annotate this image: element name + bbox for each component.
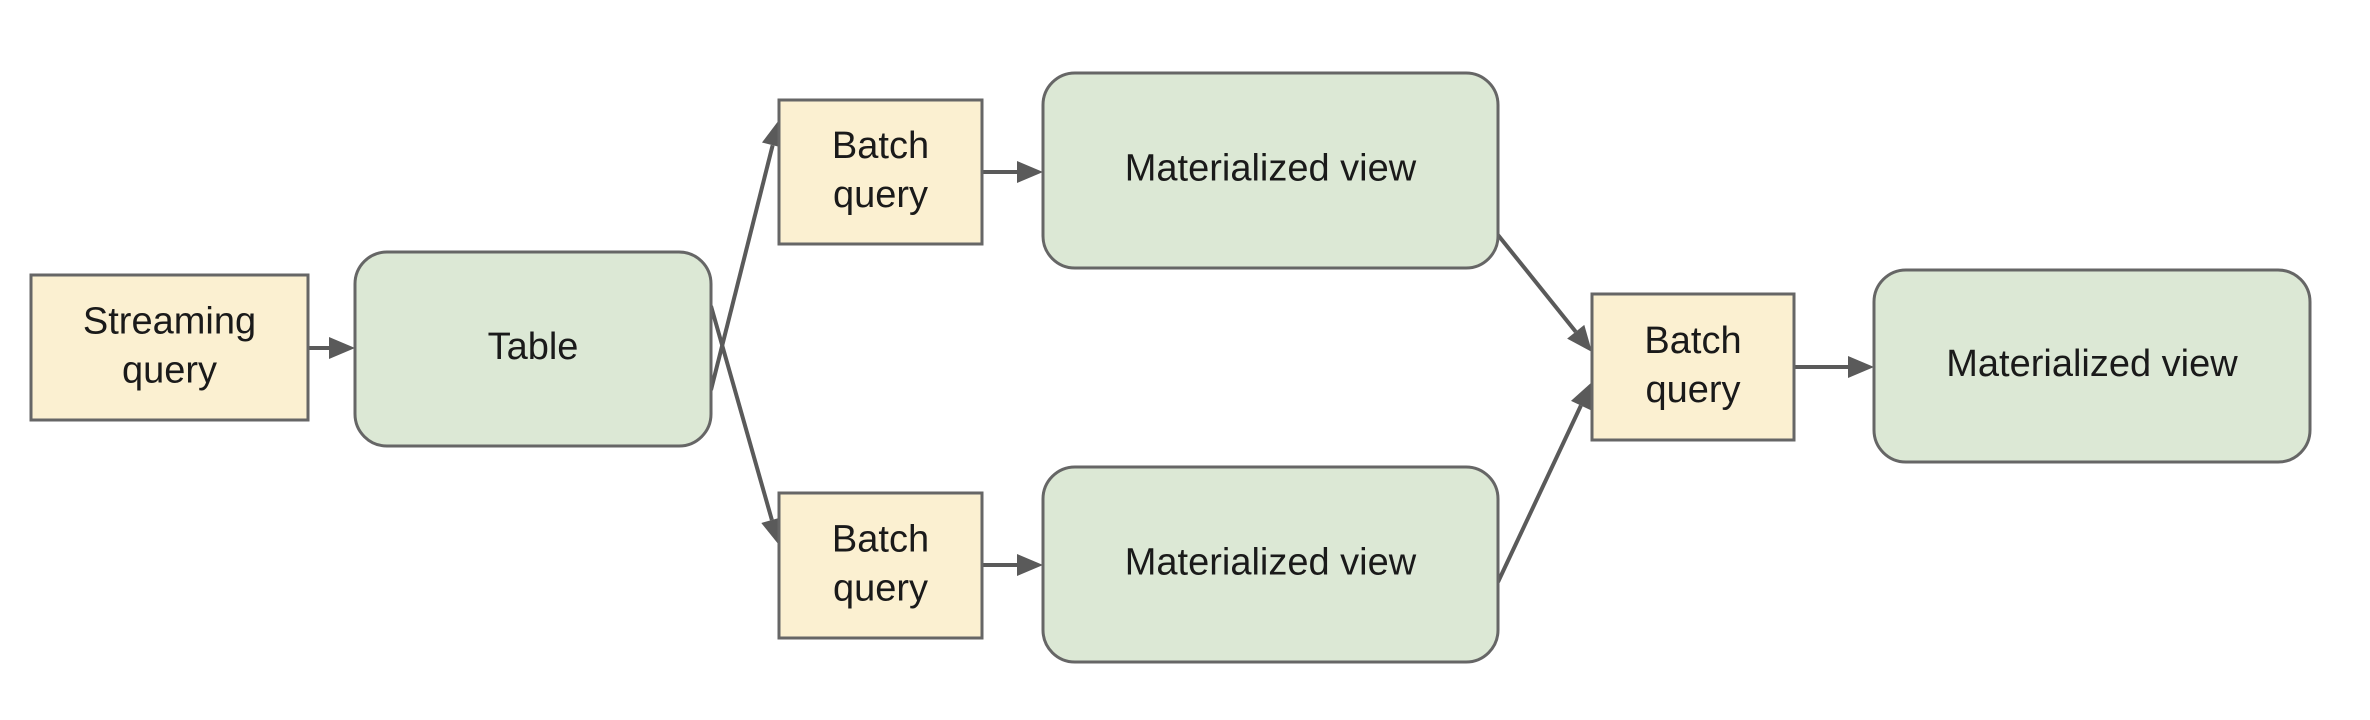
arrowhead-icon xyxy=(1017,554,1043,576)
node-layer: StreamingqueryTableBatchqueryMaterialize… xyxy=(29,71,2312,664)
edge-batch-query-bottom-to-materialized-view-bottom xyxy=(982,554,1043,576)
edge-line xyxy=(1496,404,1583,583)
node-batch-query-top[interactable]: Batch query xyxy=(777,98,984,246)
node-materialized-view-final[interactable]: Materialized view xyxy=(1872,268,2312,464)
edge-line xyxy=(1496,233,1578,333)
edge-batch-query-join-to-materialized-view-final xyxy=(1794,356,1874,378)
node-label-line2: query xyxy=(833,568,928,610)
arrowhead-icon xyxy=(1567,324,1592,352)
node-shape[interactable] xyxy=(1041,71,1500,270)
node-label-line2: query xyxy=(1645,369,1740,411)
node-label: Table xyxy=(488,326,579,368)
node-materialized-view-top[interactable]: Materialized view xyxy=(1041,71,1500,270)
edge-streaming-query-to-table xyxy=(308,337,355,359)
node-shape[interactable] xyxy=(353,250,713,448)
node-shape[interactable] xyxy=(1590,292,1796,442)
edge-line xyxy=(709,305,774,521)
node-table[interactable]: Table xyxy=(353,250,713,448)
node-shape[interactable] xyxy=(1872,268,2312,464)
edge-layer xyxy=(308,120,1874,583)
node-label-line2: query xyxy=(833,174,928,216)
arrowhead-icon xyxy=(1570,382,1592,411)
node-label-line2: query xyxy=(122,350,217,392)
node-label: Batch xyxy=(832,519,929,561)
node-shape[interactable] xyxy=(777,98,984,246)
arrowhead-icon xyxy=(1017,161,1043,183)
arrowhead-icon xyxy=(761,516,783,545)
arrowhead-icon xyxy=(329,337,355,359)
edge-materialized-view-bottom-to-batch-query-join xyxy=(1496,382,1592,583)
node-streaming-query[interactable]: Streaming query xyxy=(29,273,310,422)
node-batch-query-join[interactable]: Batch query xyxy=(1590,292,1796,442)
node-label: Materialized view xyxy=(1125,542,1417,584)
node-label: Materialized view xyxy=(1946,343,2238,385)
edge-materialized-view-top-to-batch-query-join xyxy=(1496,233,1592,352)
node-label: Materialized view xyxy=(1125,148,1417,190)
node-label: Batch xyxy=(832,125,929,167)
node-shape[interactable] xyxy=(777,491,984,640)
node-shape[interactable] xyxy=(29,273,310,422)
node-shape[interactable] xyxy=(1041,465,1500,664)
arrowhead-icon xyxy=(1848,356,1874,378)
node-batch-query-bottom[interactable]: Batch query xyxy=(777,491,984,640)
node-materialized-view-bottom[interactable]: Materialized view xyxy=(1041,465,1500,664)
edge-line xyxy=(709,144,775,391)
node-label: Streaming xyxy=(83,301,256,343)
edge-batch-query-top-to-materialized-view-top xyxy=(982,161,1043,183)
edge-table-to-batch-query-bottom xyxy=(709,305,783,545)
node-label: Batch xyxy=(1644,320,1741,362)
